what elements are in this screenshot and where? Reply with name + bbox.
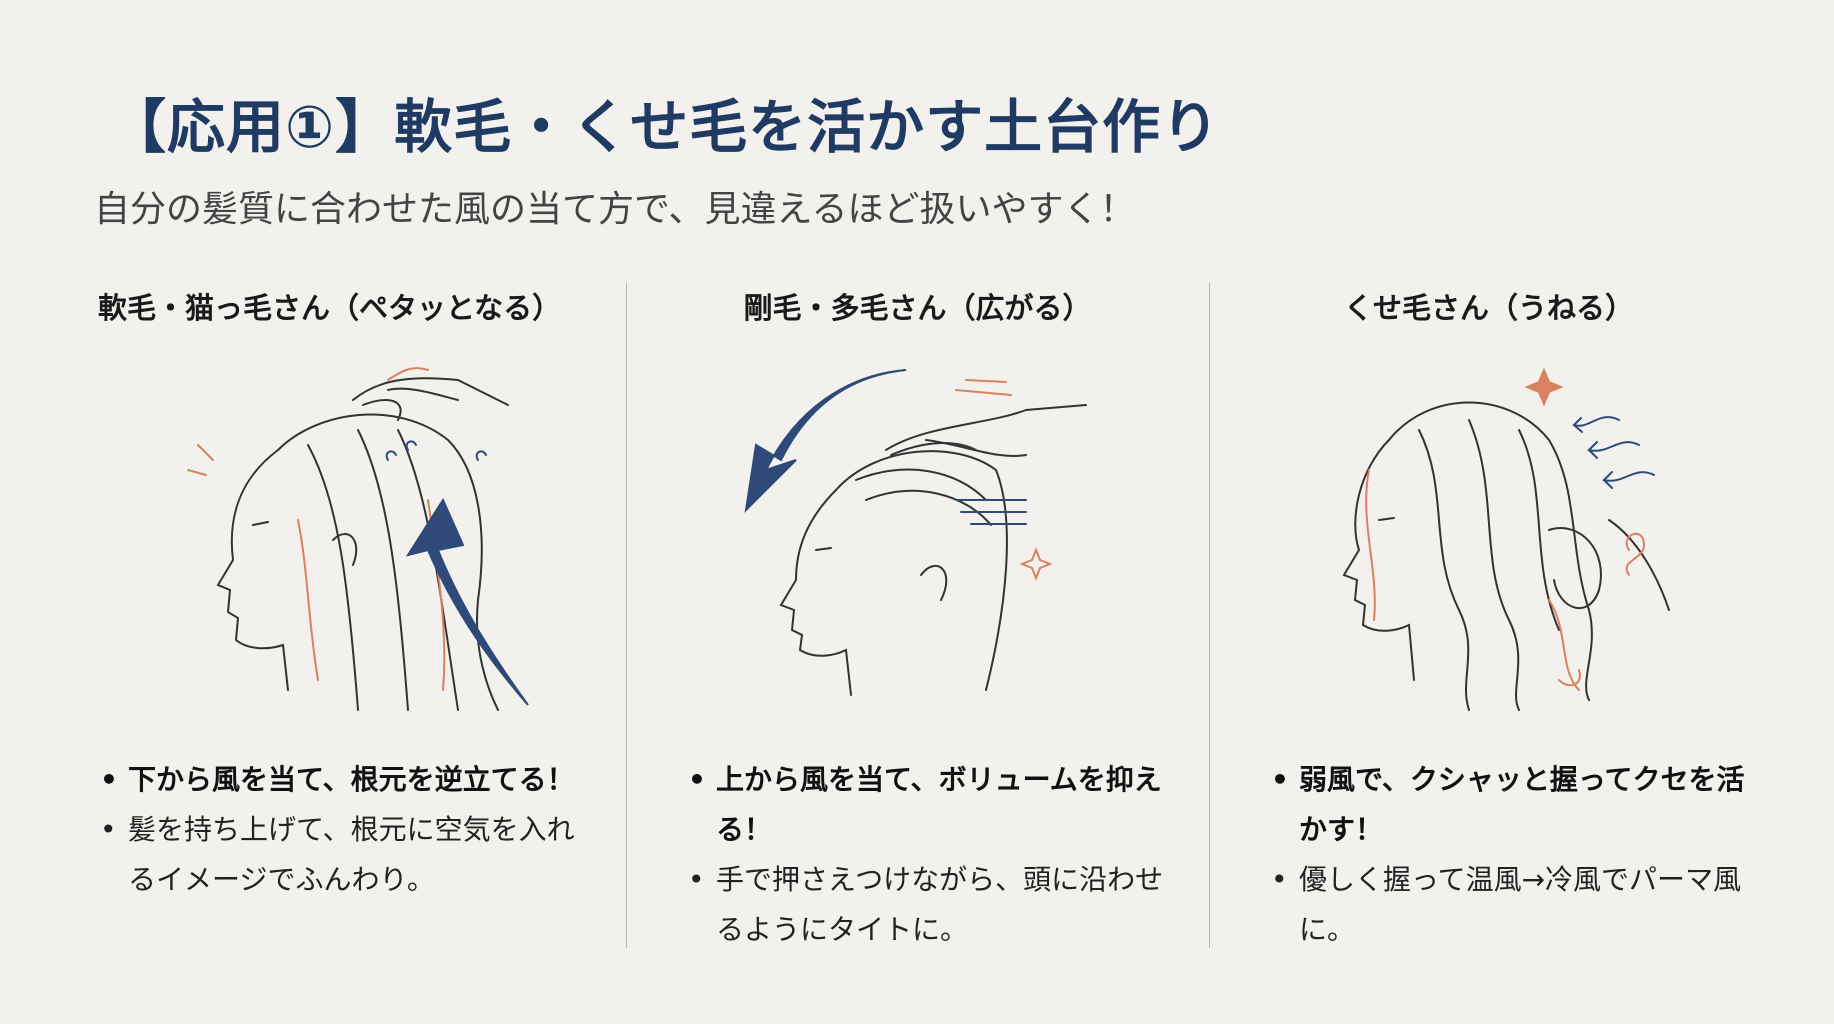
column-heading: 軟毛・猫っ毛さん（ペタッとなる） (98, 291, 562, 325)
column-heading: くせ毛さん（うねる） (1343, 291, 1634, 325)
column-divider (626, 283, 627, 948)
woman-lifting-hair-illustration (187, 367, 529, 711)
man-pressing-hair-illustration (744, 369, 1087, 696)
column-thick-hair: 剛毛・多毛さん（広がる） 上から風を当て、ボリュームを抑える！ 手で押さえつけな… (626, 285, 1209, 946)
column-curly-hair: くせ毛さん（うねる） 弱風で、クシャッと握ってクセを活かす！ 優しく握って温風→… (1209, 285, 1834, 946)
bullet-item: 上から風を当て、ボリュームを抑える！ (686, 755, 1186, 855)
column-divider (1209, 283, 1210, 948)
page-subtitle: 自分の髪質に合わせた風の当て方で、見違えるほど扱いやすく！ (94, 189, 1136, 230)
bullet-item: 優しく握って温風→冷風でパーマ風に。 (1269, 855, 1769, 955)
bullet-item: 手で押さえつけながら、頭に沿わせるようにタイトに。 (686, 855, 1186, 955)
bullet-list: 上から風を当て、ボリュームを抑える！ 手で押さえつけながら、頭に沿わせるようにタ… (686, 755, 1186, 955)
column-soft-hair: 軟毛・猫っ毛さん（ペタッとなる） 下から風を当て、根元を逆立てる！ 髪を持ち上げ… (98, 285, 598, 896)
page-title: 【応用①】軟毛・くせ毛を活かす土台作り (108, 93, 1221, 161)
bullet-item: 髪を持ち上げて、根元に空気を入れるイメージでふんわり。 (98, 805, 588, 905)
bullet-list: 下から風を当て、根元を逆立てる！ 髪を持ち上げて、根元に空気を入れるイメージでふ… (98, 755, 588, 905)
column-heading: 剛毛・多毛さん（広がる） (743, 291, 1092, 325)
woman-scrunching-hair-illustration (1342, 367, 1670, 711)
bullet-item: 弱風で、クシャッと握ってクセを活かす！ (1269, 755, 1769, 855)
bullet-list: 弱風で、クシャッと握ってクセを活かす！ 優しく握って温風→冷風でパーマ風に。 (1269, 755, 1769, 955)
bullet-item: 下から風を当て、根元を逆立てる！ (98, 755, 588, 805)
